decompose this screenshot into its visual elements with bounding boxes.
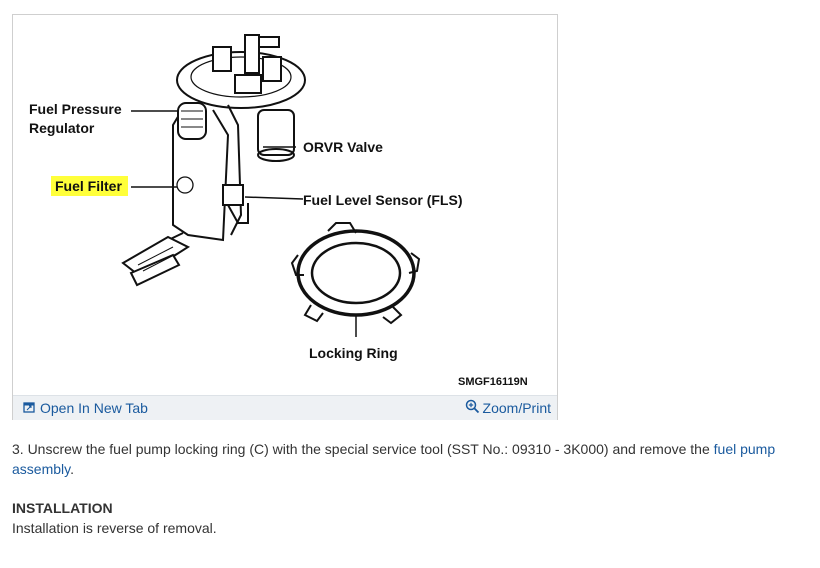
figure-frame: Fuel Pressure Regulator Fuel Filter ORVR…	[12, 14, 558, 420]
pump-orvr-canister	[257, 109, 295, 156]
pump-regulator-part	[177, 102, 207, 140]
pump-body-outline-2	[227, 104, 243, 236]
step-3-text-end: .	[70, 461, 74, 477]
pump-fitting-2	[244, 34, 260, 74]
fuel-pump-diagram: Fuel Pressure Regulator Fuel Filter ORVR…	[29, 34, 528, 388]
float-line-2	[142, 252, 179, 272]
open-in-new-tab-label: Open In New Tab	[40, 400, 148, 416]
leader-fuel-level-sensor	[244, 196, 304, 200]
pump-sensor-bracket-2	[227, 203, 249, 224]
locking-ring-drawing	[290, 222, 421, 325]
pump-filter-round	[176, 176, 194, 194]
pump-sensor-bracket	[222, 184, 244, 206]
label-fuel-filter: Fuel Filter	[55, 178, 122, 194]
pump-body-outline	[172, 104, 230, 242]
open-in-new-tab-button[interactable]: Open In New Tab	[23, 400, 148, 416]
pump-top-flange-inner	[190, 56, 292, 98]
open-in-new-tab-icon	[23, 400, 35, 416]
label-fuel-pressure-regulator-line1: Fuel Pressure	[29, 101, 122, 117]
locking-ring-tab-top	[327, 222, 357, 234]
label-orvr-valve: ORVR Valve	[303, 139, 383, 155]
pump-orvr-canister-bottom	[257, 148, 295, 162]
installation-body: Installation is reverse of removal.	[12, 520, 217, 536]
locking-ring-tab-bottom-right	[382, 306, 403, 325]
fuel-pump-module-drawing	[121, 34, 306, 287]
locking-ring-inner	[310, 241, 402, 305]
step-3-text: 3. Unscrew the fuel pump locking ring (C…	[12, 439, 802, 479]
fuel-filter-highlight	[51, 176, 128, 196]
zoom-print-button[interactable]: Zoom/Print	[465, 399, 551, 417]
label-fuel-pressure-regulator-line2: Regulator	[29, 120, 95, 136]
step-3-text-start: 3. Unscrew the fuel pump locking ring (C…	[12, 441, 714, 457]
pump-fitting-3	[262, 56, 282, 82]
pump-fitting-4	[234, 74, 262, 94]
locking-ring-tab-left	[290, 254, 304, 276]
magnifier-plus-icon	[465, 399, 480, 417]
pump-fitting-1	[212, 46, 232, 72]
label-figure-code: SMGF16119N	[458, 376, 528, 388]
zoom-print-label: Zoom/Print	[482, 400, 551, 416]
locking-ring-outer	[296, 229, 416, 317]
figure-toolbar: Open In New Tab Zoom/Print	[13, 395, 557, 420]
pump-float-lower	[129, 253, 181, 287]
locking-ring-tab-bottom-left	[303, 304, 324, 323]
locking-ring-tab-right	[408, 252, 421, 274]
fuel-pump-assembly-link[interactable]: fuel pump assembly	[12, 441, 776, 477]
label-fuel-level-sensor: Fuel Level Sensor (FLS)	[303, 192, 462, 208]
label-locking-ring: Locking Ring	[309, 345, 398, 361]
float-line-1	[137, 246, 174, 266]
pump-fitting-5	[259, 36, 280, 48]
installation-heading: INSTALLATION	[12, 500, 113, 516]
